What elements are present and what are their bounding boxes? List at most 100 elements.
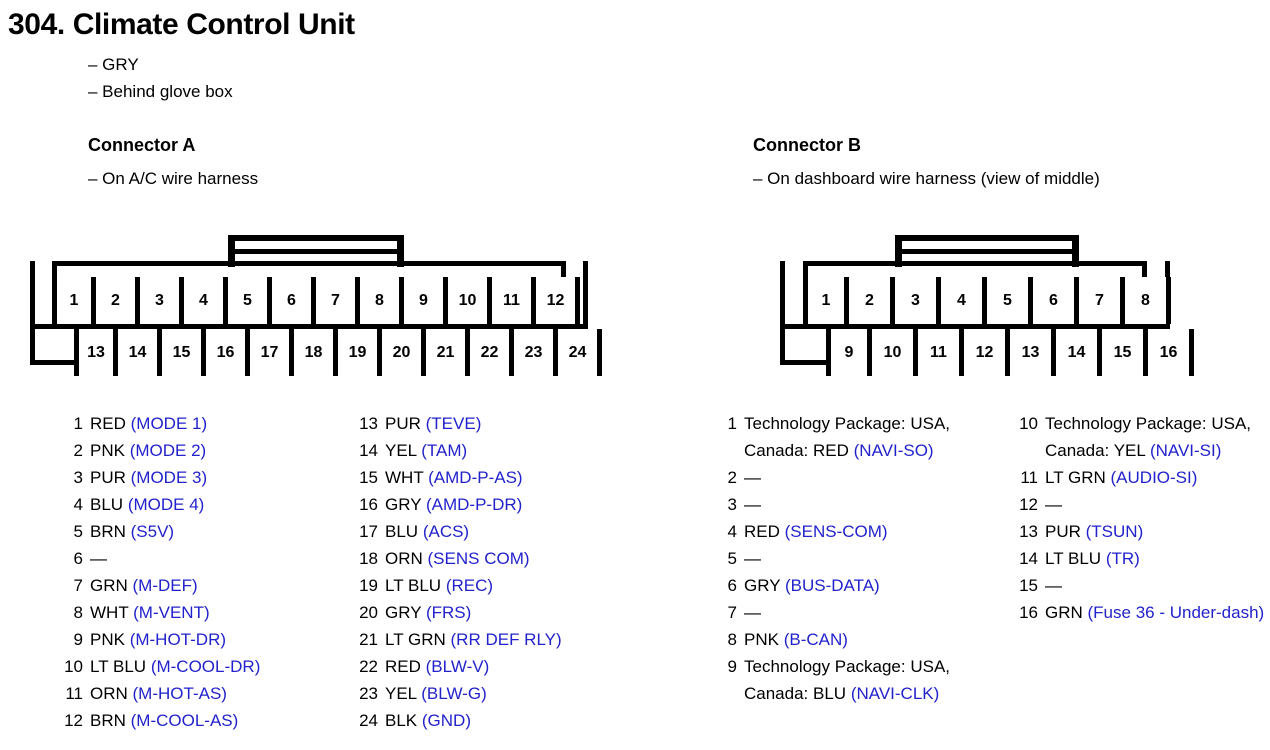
pin-number: 11 <box>65 684 83 703</box>
pin-wire-color: PUR <box>90 468 126 487</box>
pin-cell: 2 <box>849 277 895 324</box>
pin-number: 10 <box>64 657 83 676</box>
pin-number: 15 <box>1019 576 1038 595</box>
pin-cell: 3 <box>140 277 184 324</box>
pin-wire-color: PUR <box>1045 522 1081 541</box>
pin-description: LT GRN (RR DEF RLY) <box>385 626 562 653</box>
pin-signal-name: (FRS) <box>425 603 472 622</box>
pin-wire-color: BLU <box>385 522 419 541</box>
pin-number: 1 <box>727 414 737 433</box>
pin-wire-color: LT GRN <box>1045 468 1106 487</box>
pin-description: RED (SENS-COM) <box>744 518 994 545</box>
pin-description: — <box>1045 491 1270 518</box>
pin-list-item: 12— <box>1010 491 1270 518</box>
pin-wire-color: ORN <box>385 549 423 568</box>
pin-wire-color: Technology Package: USA, Canada: YEL <box>1045 414 1252 460</box>
pin-number: 3 <box>727 495 737 514</box>
pin-number: 24 <box>359 711 378 730</box>
pin-signal-name: (MODE 3) <box>130 468 208 487</box>
pin-description: PNK (MODE 2) <box>90 437 260 464</box>
pin-wire-color: — <box>1045 576 1062 595</box>
pin-wire-color: RED <box>385 657 421 676</box>
pin-signal-name: (TAM) <box>421 441 468 460</box>
pin-cell: 9 <box>826 329 872 376</box>
pin-signal-name: (MODE 4) <box>127 495 205 514</box>
pin-number: 10 <box>1019 414 1038 433</box>
pin-list-item: 3— <box>715 491 994 518</box>
pin-wire-color: — <box>90 549 107 568</box>
pin-number: 15 <box>359 468 378 487</box>
pin-description: PUR (MODE 3) <box>90 464 260 491</box>
pin-wire-color: WHT <box>90 603 129 622</box>
shell-notch-left <box>35 261 52 272</box>
pin-number: 2 <box>727 468 737 487</box>
pin-cell: 14 <box>1056 329 1102 376</box>
shell-notch-left-edge <box>803 261 808 277</box>
pin-cell: 21 <box>426 329 470 376</box>
pin-description: RED (BLW-V) <box>385 653 562 680</box>
pin-cell: 1 <box>803 277 849 324</box>
shell-notch-left-edge <box>52 261 57 277</box>
pin-list-item: 7— <box>715 599 994 626</box>
pin-description: — <box>744 491 994 518</box>
pin-signal-name: (SENS COM) <box>427 549 530 568</box>
pin-signal-name: (BLW-G) <box>421 684 487 703</box>
pin-cell: 12 <box>536 277 580 324</box>
pin-number: 7 <box>73 576 83 595</box>
pin-cell: 9 <box>404 277 448 324</box>
pin-description: LT BLU (TR) <box>1045 545 1270 572</box>
header-bullet-wire-color: – GRY <box>88 55 139 74</box>
pin-cell: 10 <box>872 329 918 376</box>
pin-wire-color: GRY <box>385 603 422 622</box>
pin-number: 5 <box>73 522 83 541</box>
page-title: 304. Climate Control Unit <box>8 8 355 41</box>
pin-description: — <box>744 545 994 572</box>
pin-number: 4 <box>727 522 737 541</box>
pin-description: — <box>744 464 994 491</box>
pin-cell: 8 <box>360 277 404 324</box>
pin-description: LT GRN (AUDIO-SI) <box>1045 464 1270 491</box>
pin-number: 20 <box>359 603 378 622</box>
pin-cell: 24 <box>558 329 602 376</box>
pin-cell: 7 <box>316 277 360 324</box>
pin-description: — <box>90 545 260 572</box>
pin-number: 1 <box>73 414 83 433</box>
pin-cell: 4 <box>941 277 987 324</box>
header-bullet-location: – Behind glove box <box>88 82 233 101</box>
pin-number: 14 <box>1019 549 1038 568</box>
pin-wire-color: YEL <box>385 441 417 460</box>
pin-wire-color: LT BLU <box>90 657 147 676</box>
shell-notch-right <box>1147 261 1165 272</box>
pin-list-item: 5— <box>715 545 994 572</box>
pin-wire-color: PNK <box>744 630 779 649</box>
pin-cell: 13 <box>1010 329 1056 376</box>
pin-description: LT BLU (REC) <box>385 572 562 599</box>
pin-cell: 18 <box>294 329 338 376</box>
pin-cell: 4 <box>184 277 228 324</box>
pin-signal-name: (S5V) <box>130 522 175 541</box>
pin-wire-color: ORN <box>90 684 128 703</box>
connector-b-subtitle: – On dashboard wire harness (view of mid… <box>753 169 1100 188</box>
pin-cell: 23 <box>514 329 558 376</box>
pin-signal-name: (REC) <box>445 576 494 595</box>
pin-signal-name: (SENS-COM) <box>784 522 888 541</box>
pin-list-item: 4 RED (SENS-COM) <box>715 518 994 545</box>
pin-wire-color: PUR <box>385 414 421 433</box>
pin-wire-color: YEL <box>385 684 417 703</box>
pin-number: 17 <box>359 522 378 541</box>
pin-description: PNK (M-HOT-DR) <box>90 626 260 653</box>
